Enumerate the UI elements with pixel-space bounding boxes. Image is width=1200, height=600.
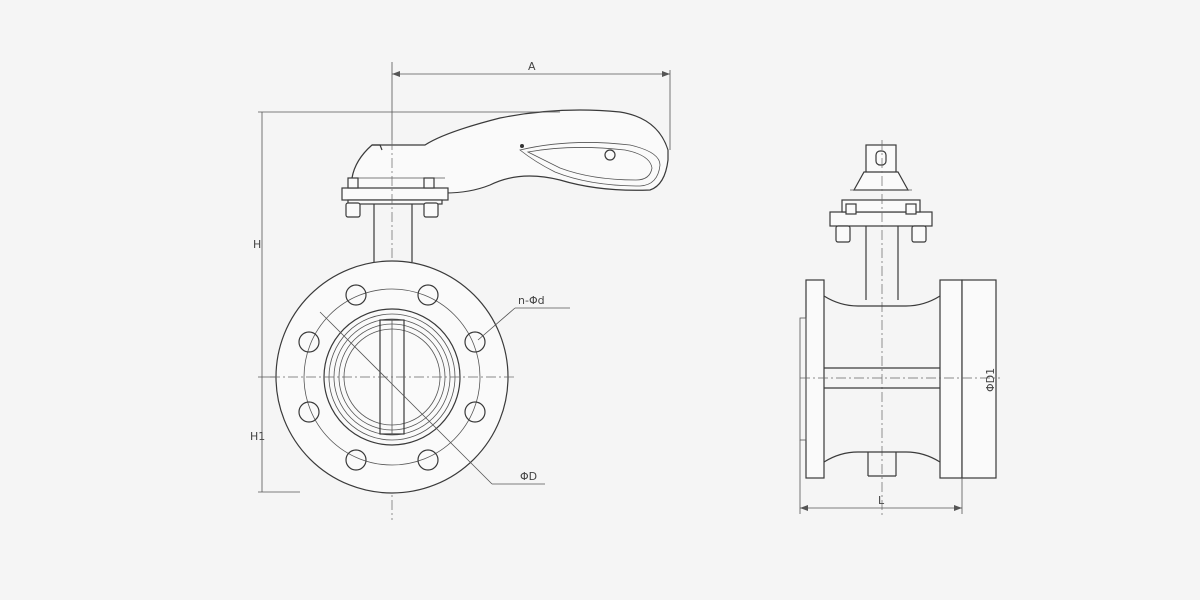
bolt-hole xyxy=(345,284,367,306)
front-view: A xyxy=(250,60,671,520)
dimension-l-label: L xyxy=(878,494,885,507)
bolt-hole xyxy=(298,331,320,353)
top-mounting-plate xyxy=(341,177,449,218)
dimension-a: A xyxy=(391,60,671,150)
flange-diameter-label: ΦD1 xyxy=(984,368,997,392)
side-view: ΦD1 L xyxy=(799,140,1000,515)
side-body xyxy=(799,279,1000,479)
bolt-circle-label: ΦD xyxy=(520,470,537,483)
side-top-plate xyxy=(829,199,933,243)
bolt-hole xyxy=(417,284,439,306)
bolt-holes-label: n-Φd xyxy=(518,294,545,307)
dimension-h: H H1 xyxy=(250,111,560,493)
leader-bolt-circle: ΦD xyxy=(319,311,545,485)
bolt-hole xyxy=(345,449,367,471)
stem-top xyxy=(850,144,912,191)
flange-body xyxy=(270,260,515,494)
side-neck xyxy=(865,140,899,515)
bolt-hole xyxy=(417,449,439,471)
bolt-hole xyxy=(464,401,486,423)
leader-bolt-holes: n-Φd xyxy=(477,294,570,341)
bolt-holes xyxy=(298,284,486,471)
bolt-hole xyxy=(298,401,320,423)
dimension-h1-label: H1 xyxy=(250,430,265,443)
lever-handle xyxy=(351,109,669,194)
dimension-l: L xyxy=(799,440,963,514)
bolt-hole xyxy=(464,331,486,353)
dimension-h-label: H xyxy=(253,238,261,251)
dimension-a-label: A xyxy=(528,60,536,73)
